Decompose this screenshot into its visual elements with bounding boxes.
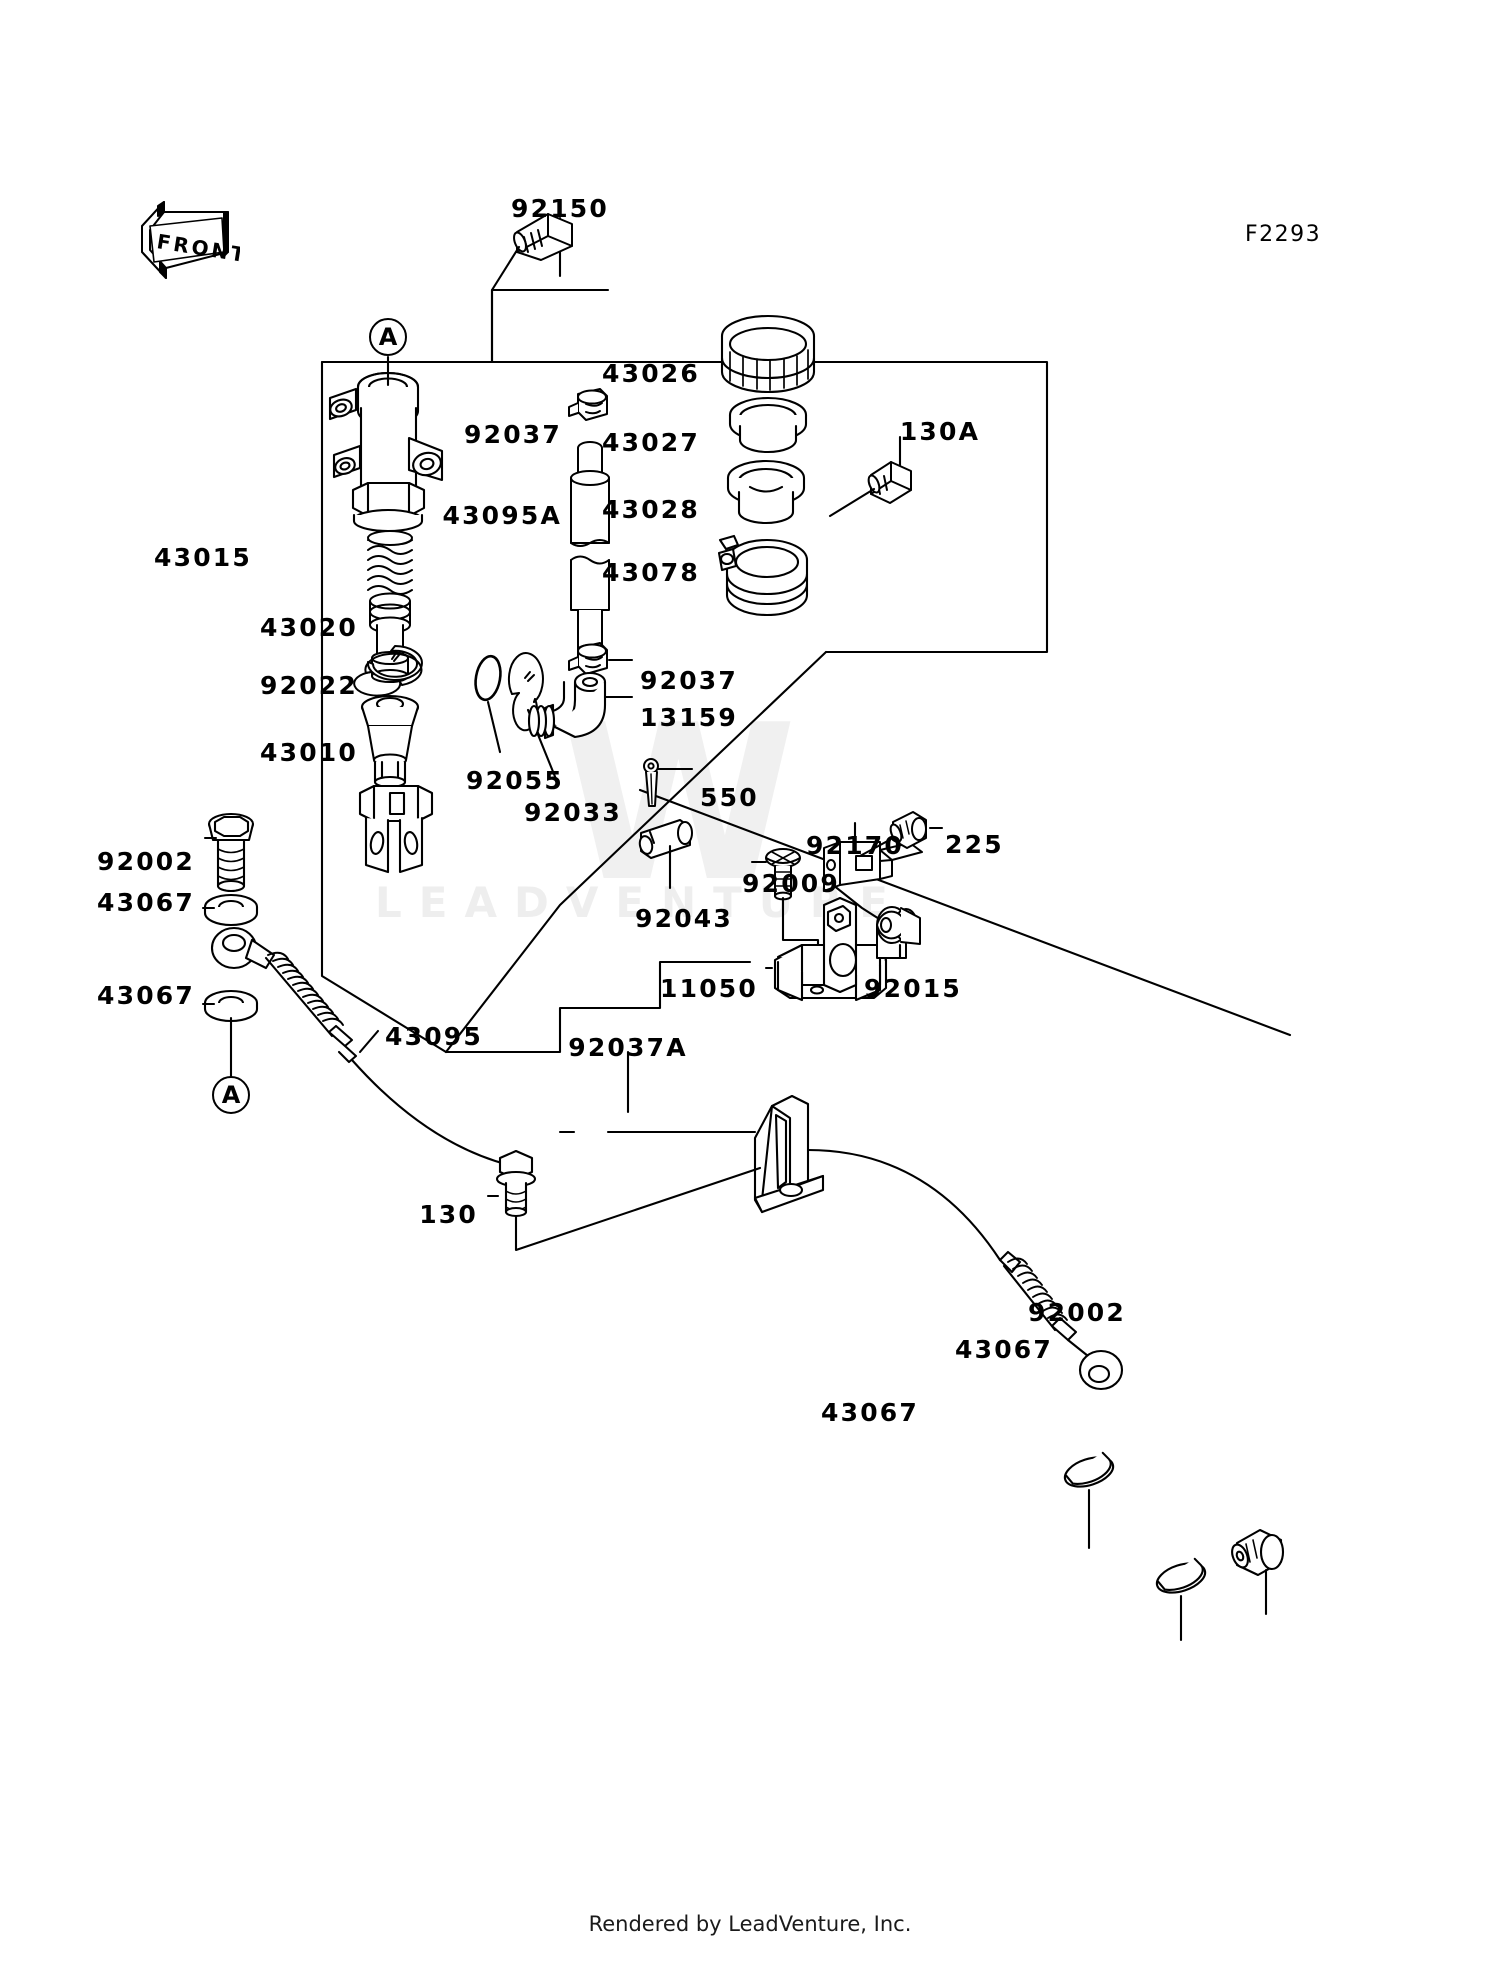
part-label-43067-c: 43067 — [955, 1335, 1053, 1364]
diagram-code: F2293 — [1245, 222, 1322, 247]
part-label-92033: 92033 — [524, 798, 622, 827]
render-credit: Rendered by LeadVenture, Inc. — [588, 1912, 912, 1936]
part-label-92002-left: 92002 — [97, 847, 195, 876]
part-label-43010: 43010 — [260, 738, 358, 767]
part-label-130A: 130A — [899, 417, 981, 446]
part-label-92043: 92043 — [635, 904, 733, 933]
part-label-11050: 11050 — [660, 974, 758, 1003]
reference-marker-a-top: A — [369, 318, 407, 356]
part-label-92002-right: 92002 — [1028, 1298, 1126, 1327]
part-label-43027: 43027 — [602, 428, 700, 457]
reference-marker-a-bottom: A — [212, 1076, 250, 1114]
part-label-43028: 43028 — [602, 495, 700, 524]
part-label-92150: 92150 — [511, 194, 609, 223]
part-label-92037-mid: 92037 — [640, 666, 738, 695]
part-label-92037-top: 92037 — [464, 420, 562, 449]
part-label-92009: 92009 — [742, 869, 840, 898]
part-label-43067-b: 43067 — [97, 981, 195, 1010]
part-label-550: 550 — [700, 783, 759, 812]
part-label-43078: 43078 — [602, 558, 700, 587]
part-label-43095: 43095 — [385, 1022, 483, 1051]
part-label-130: 130 — [419, 1200, 478, 1229]
part-label-43095A: 43095A — [442, 501, 562, 530]
part-label-92037A: 92037A — [568, 1033, 688, 1062]
part-label-92015: 92015 — [864, 974, 962, 1003]
part-label-225: 225 — [945, 830, 1004, 859]
part-label-43026: 43026 — [602, 359, 700, 388]
part-label-43015: 43015 — [154, 543, 252, 572]
part-label-92022: 92022 — [260, 671, 358, 700]
front-direction-badge: FRONT — [141, 201, 240, 279]
part-label-92170: 92170 — [806, 831, 904, 860]
part-label-43067-a: 43067 — [97, 888, 195, 917]
part-label-13159: 13159 — [640, 703, 738, 732]
part-label-43020: 43020 — [260, 613, 358, 642]
part-label-92055: 92055 — [466, 766, 564, 795]
part-label-43067-d: 43067 — [821, 1398, 919, 1427]
